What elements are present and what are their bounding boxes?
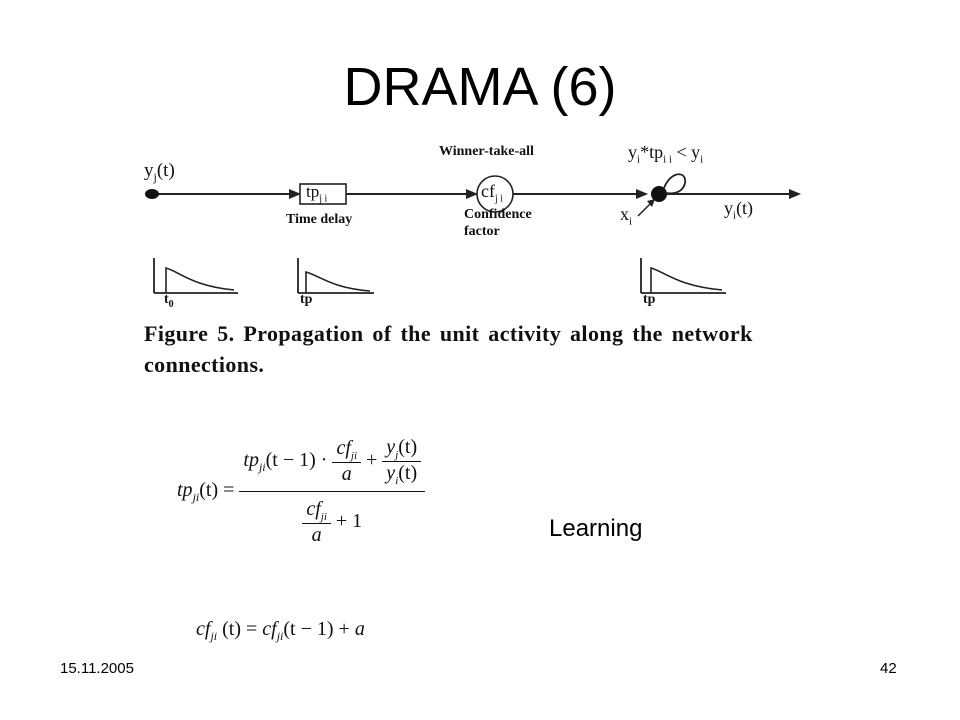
graph1-decay-curve bbox=[165, 266, 235, 293]
confidence-factor-label: Confidence factor bbox=[464, 207, 532, 239]
learning-label: Learning bbox=[549, 515, 643, 542]
eq1-numerator: tpji(t − 1) · cfji a + yj(t) yi(t) bbox=[239, 436, 425, 491]
external-input-arrowhead bbox=[647, 199, 655, 207]
eq1-lhs: tpji(t) = bbox=[177, 478, 235, 504]
figure-diagram bbox=[145, 173, 801, 294]
graph3-label: tp bbox=[643, 292, 656, 307]
input-node bbox=[145, 189, 159, 199]
delay-box-label: tpj i bbox=[306, 182, 328, 205]
footer-date: 15.11.2005 bbox=[60, 660, 134, 677]
graph2-decay-curve bbox=[305, 270, 371, 293]
arrowhead-2 bbox=[466, 189, 478, 199]
output-node bbox=[651, 186, 667, 202]
graph3-decay-curve bbox=[650, 266, 723, 293]
equation-cf-update: cfji (t) = cfji(t − 1) + a bbox=[196, 618, 365, 643]
eq1-main-fraction: tpji(t − 1) · cfji a + yj(t) yi(t) cfji … bbox=[239, 436, 426, 547]
equation-tp-update: tpji(t) = tpji(t − 1) · cfji a + yj(t) y… bbox=[177, 436, 426, 547]
time-delay-label: Time delay bbox=[286, 212, 353, 227]
threshold-label: yi*tpi i < yi bbox=[628, 142, 704, 166]
time-delay-box bbox=[299, 183, 347, 205]
graph1-label: t0 bbox=[164, 292, 174, 310]
input-signal-label: yj(t) bbox=[144, 160, 175, 184]
arrowhead-3 bbox=[636, 189, 648, 199]
eq1-den-cf-fraction: cfji a bbox=[302, 498, 331, 547]
page-number: 42 bbox=[880, 660, 897, 677]
external-input-label: xi bbox=[620, 204, 633, 228]
eq1-denominator: cfji a + 1 bbox=[239, 491, 426, 547]
winner-take-all-label: Winner-take-all bbox=[439, 144, 534, 159]
slide-title: DRAMA (6) bbox=[343, 57, 617, 117]
propagation-figure: yj(t) tpj i Time delay Winner-take-all c… bbox=[134, 138, 824, 388]
figure-caption: Figure 5. Propagation of the unit activi… bbox=[144, 321, 753, 377]
cf-circle-label: cfj i bbox=[481, 181, 504, 205]
graph2-label: tp bbox=[300, 292, 313, 307]
arrowhead-1 bbox=[289, 189, 301, 199]
eq1-cf-fraction: cfji a bbox=[332, 437, 362, 486]
self-loop bbox=[663, 173, 687, 195]
confidence-factor-circle bbox=[476, 175, 514, 213]
output-signal-label: yi(t) bbox=[724, 198, 754, 222]
external-input-line bbox=[637, 201, 653, 217]
eq1-y-fraction: yj(t) yi(t) bbox=[382, 436, 422, 487]
arrowhead-4 bbox=[789, 189, 801, 199]
